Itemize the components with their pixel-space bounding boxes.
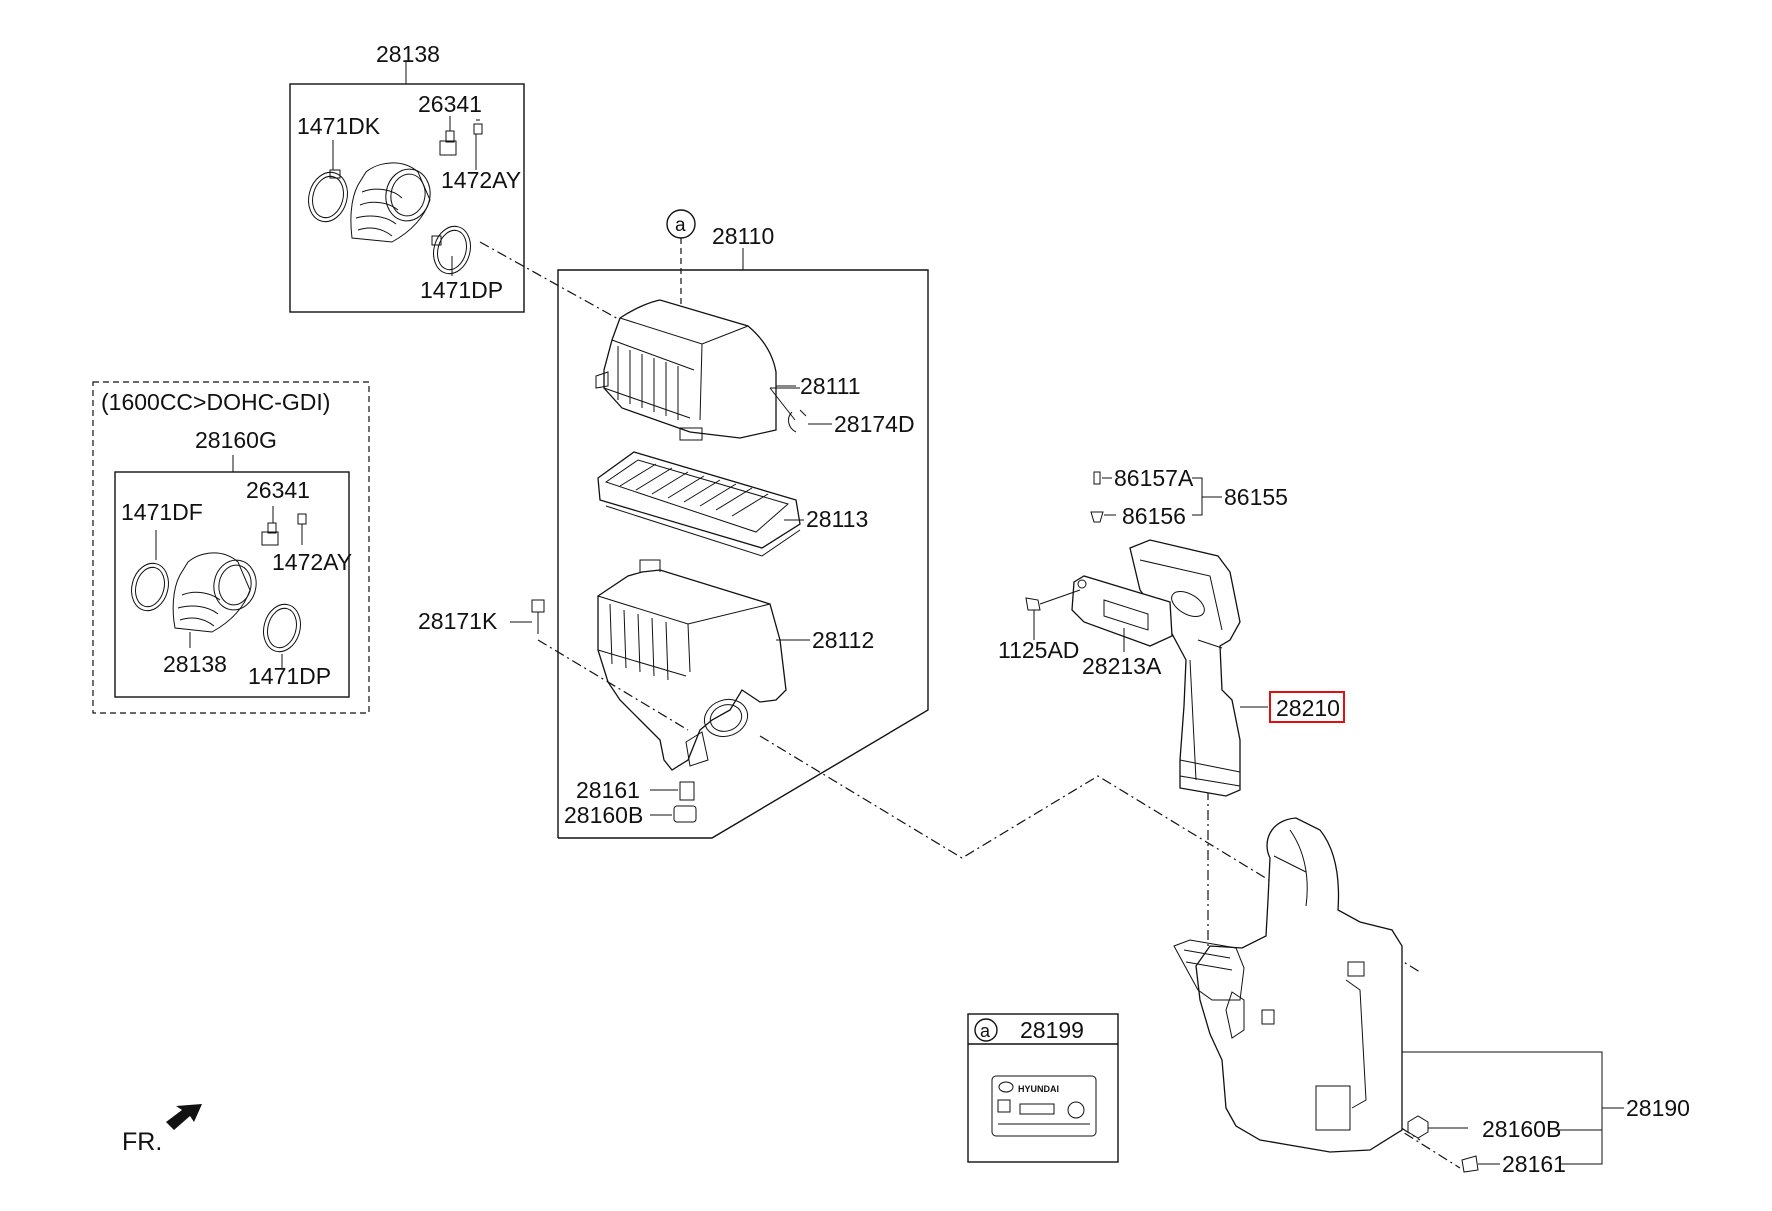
label-1471DP-variant: 1471DP: [248, 663, 331, 689]
label-28174D: 28174D: [834, 411, 915, 437]
variant-group-28160G: (1600CC>DOHC-GDI) 28160G 26341 1471DF 14…: [92, 381, 370, 714]
label-28112: 28112: [812, 627, 874, 653]
label-86157A: 86157A: [1114, 465, 1194, 491]
label-28210[interactable]: 28210: [1276, 695, 1340, 721]
label-ref-a: a: [980, 1021, 991, 1041]
label-28161: 28161: [576, 777, 640, 803]
label-box-28199: a 28199 HYUNDAI: [967, 1013, 1119, 1163]
label-1471DP: 1471DP: [420, 277, 503, 303]
front-label: FR.: [122, 1128, 162, 1156]
front-direction-indicator: FR.: [122, 1104, 202, 1156]
label-28199: 28199: [1020, 1017, 1084, 1043]
label-1472AY-variant: 1472AY: [272, 549, 352, 575]
label-26341: 26341: [418, 91, 482, 117]
resonator-group-28190: 28190 28160B 28161: [1173, 817, 1690, 1177]
label-28190: 28190: [1626, 1095, 1690, 1121]
label-28160B-resonator: 28160B: [1482, 1116, 1561, 1142]
label-28113: 28113: [806, 506, 868, 532]
intake-duct-group: 86157A 86156 86155 1125AD 28213A 28210: [998, 465, 1345, 797]
label-1471DF: 1471DF: [121, 499, 203, 525]
label-28160G: 28160G: [195, 427, 277, 453]
label-1125AD: 1125AD: [998, 637, 1079, 663]
label-28110: 28110: [712, 223, 774, 249]
front-arrow-icon: [166, 1104, 202, 1130]
variant-note: (1600CC>DOHC-GDI): [101, 389, 330, 415]
label-28213A: 28213A: [1082, 653, 1162, 679]
hyundai-sticker: [991, 1075, 1097, 1137]
label-26341-variant: 26341: [246, 477, 310, 503]
label-28138: 28138: [376, 41, 440, 67]
highlight-box-28210: [1269, 691, 1345, 723]
hyundai-logo-icon: [998, 1081, 1014, 1093]
label-28160B: 28160B: [564, 802, 643, 828]
label-86156: 86156: [1122, 503, 1186, 529]
group-28138: 28138 26341 1471DK 1472AY 1471DP: [289, 41, 525, 313]
sticker-brand: HYUNDAI: [1018, 1084, 1059, 1094]
label-28111: 28111: [800, 373, 861, 399]
air-cleaner-group-28110: a 28110 28111 28174D 28113 28171K 28112 …: [418, 209, 929, 839]
ref-a-marker: a: [675, 215, 686, 236]
label-28138-variant: 28138: [163, 651, 227, 677]
label-1472AY: 1472AY: [441, 167, 521, 193]
label-86155: 86155: [1224, 484, 1288, 510]
label-28171K: 28171K: [418, 608, 498, 634]
label-28161-resonator: 28161: [1502, 1151, 1566, 1177]
label-1471DK: 1471DK: [297, 113, 381, 139]
